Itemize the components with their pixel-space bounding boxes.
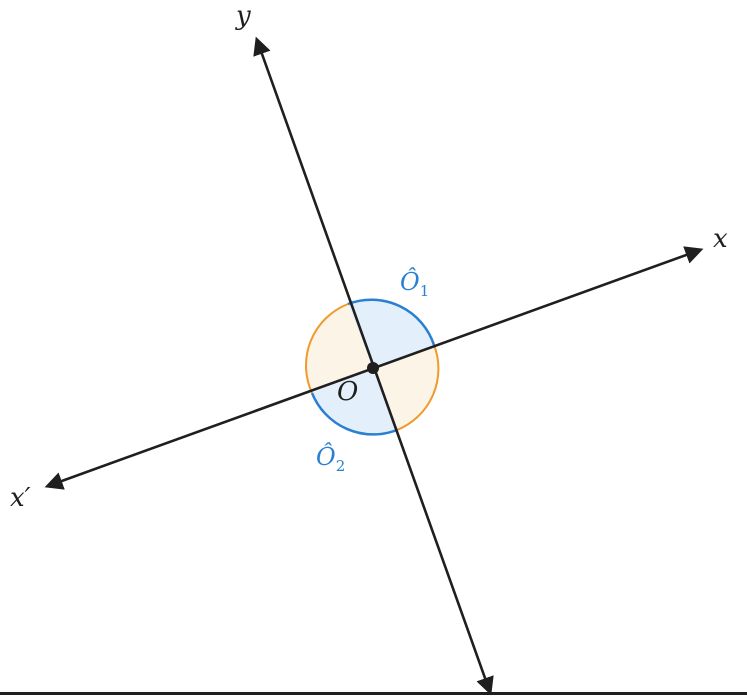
bottom-border (0, 692, 747, 695)
origin-point (367, 362, 379, 374)
label-angle-o1: Ô1 (400, 267, 429, 300)
label-origin: O (337, 377, 358, 407)
label-y: y (235, 1, 251, 31)
label-x: x (713, 224, 728, 254)
label-angle-o2: Ô2 (316, 442, 345, 475)
label-x-prime: x′ (10, 483, 31, 513)
